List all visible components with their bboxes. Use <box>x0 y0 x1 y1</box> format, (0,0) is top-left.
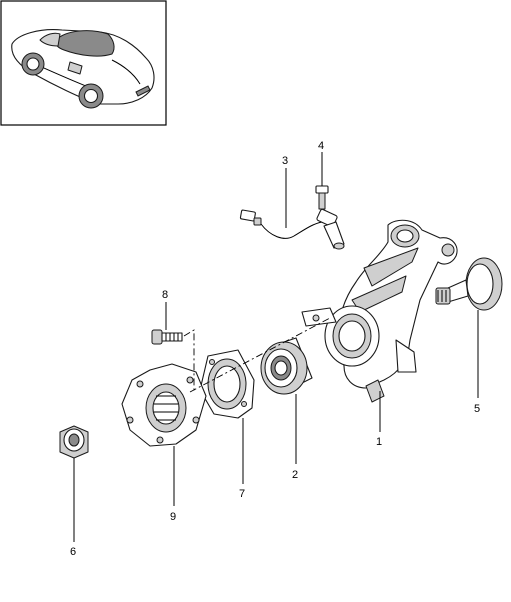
car-illustration <box>11 29 155 109</box>
callout-6: 6 <box>70 546 76 558</box>
part-1-wheel-carrier <box>301 219 458 403</box>
part-8-bolt <box>151 329 183 345</box>
callout-4: 4 <box>318 140 324 152</box>
part-9-wheel-hub <box>121 363 207 447</box>
callout-labels: 1 2 3 4 5 6 7 8 9 <box>70 140 480 558</box>
part-5-ball-joint <box>435 257 503 311</box>
callout-1: 1 <box>376 436 382 448</box>
callout-7: 7 <box>239 488 245 500</box>
part-6-nut <box>59 425 89 459</box>
callout-5: 5 <box>474 403 480 415</box>
part-3-speed-sensor <box>239 208 345 250</box>
part-7-cover-plate <box>199 349 255 419</box>
callout-3: 3 <box>282 155 288 167</box>
leader-lines <box>73 152 479 542</box>
callout-2: 2 <box>292 469 298 481</box>
callout-8: 8 <box>162 289 168 301</box>
part-2-wheel-bearing <box>260 337 313 395</box>
callout-9: 9 <box>170 511 176 523</box>
vehicle-thumbnail <box>0 0 167 126</box>
part-4-bolt <box>315 185 329 210</box>
